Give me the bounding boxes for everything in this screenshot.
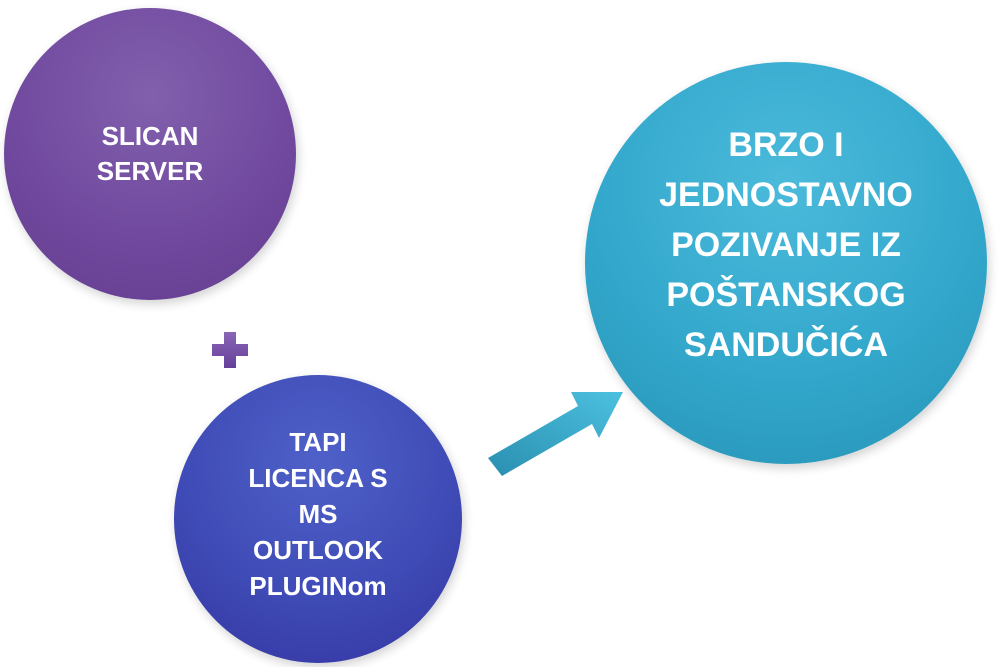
circle-slican-server-label: SLICAN SERVER	[96, 121, 204, 186]
plus-icon	[212, 332, 248, 368]
circle-tapi-licence: TAPI LICENCA S MS OUTLOOK PLUGINom	[174, 375, 462, 663]
circle-fast-calling: BRZO I JEDNOSTAVNO POZIVANJE IZ POŠTANSK…	[585, 62, 987, 464]
arrow-right-up-icon	[488, 392, 623, 476]
circle-fast-calling-label: BRZO I JEDNOSTAVNO POZIVANJE IZ POŠTANSK…	[659, 126, 913, 364]
circle-tapi-licence-label: TAPI LICENCA S MS OUTLOOK PLUGINom	[248, 427, 388, 601]
circle-slican-server: SLICAN SERVER	[4, 8, 296, 300]
